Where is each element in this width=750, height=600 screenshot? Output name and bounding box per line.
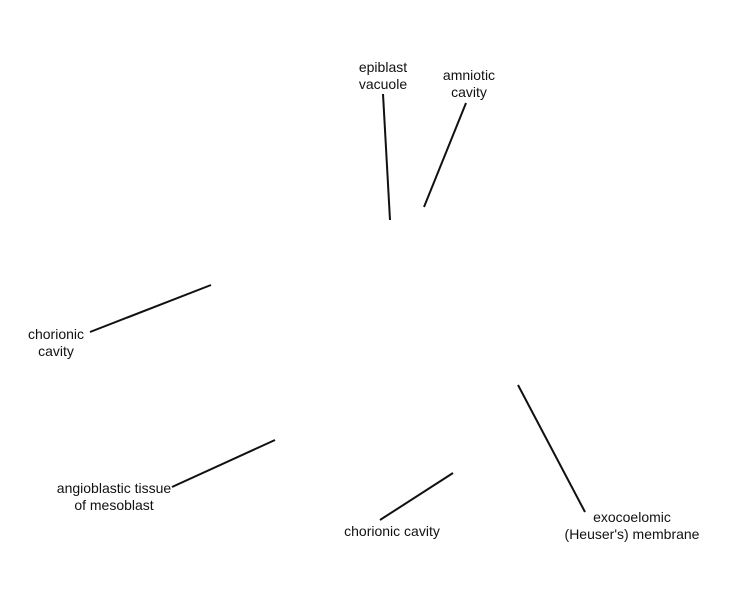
label-line: cavity xyxy=(451,84,487,100)
label-line: angioblastic tissue xyxy=(56,480,172,496)
label-angioblastic-tissue: angioblastic tissue of mesoblast xyxy=(40,480,188,514)
label-amniotic-cavity: amniotic cavity xyxy=(431,67,507,101)
leader-line-chorionic-cavity-bottom xyxy=(379,472,454,521)
label-chorionic-cavity-left: chorionic cavity xyxy=(18,326,94,360)
label-exocoelomic-membrane: exocoelomic (Heuser's) membrane xyxy=(552,509,712,543)
label-line: chorionic cavity xyxy=(344,523,440,539)
leader-line-exocoelomic-membrane xyxy=(517,384,586,513)
label-line: (Heuser's) membrane xyxy=(564,526,700,542)
label-epiblast-vacuole: epiblast vacuole xyxy=(345,59,421,93)
label-chorionic-cavity-bottom: chorionic cavity xyxy=(322,523,462,540)
leader-line-chorionic-cavity-left xyxy=(89,284,212,333)
label-line: epiblast xyxy=(358,59,408,75)
leader-line-amniotic-cavity xyxy=(423,102,467,208)
label-line: vacuole xyxy=(358,76,408,92)
leader-line-angioblastic-tissue xyxy=(171,439,276,488)
leader-line-epiblast-vacuole xyxy=(382,93,391,221)
label-line: exocoelomic xyxy=(593,509,671,525)
label-line: of mesoblast xyxy=(74,497,154,513)
label-line: chorionic xyxy=(27,326,85,342)
label-line: cavity xyxy=(38,343,74,359)
label-line: amniotic xyxy=(442,67,496,83)
